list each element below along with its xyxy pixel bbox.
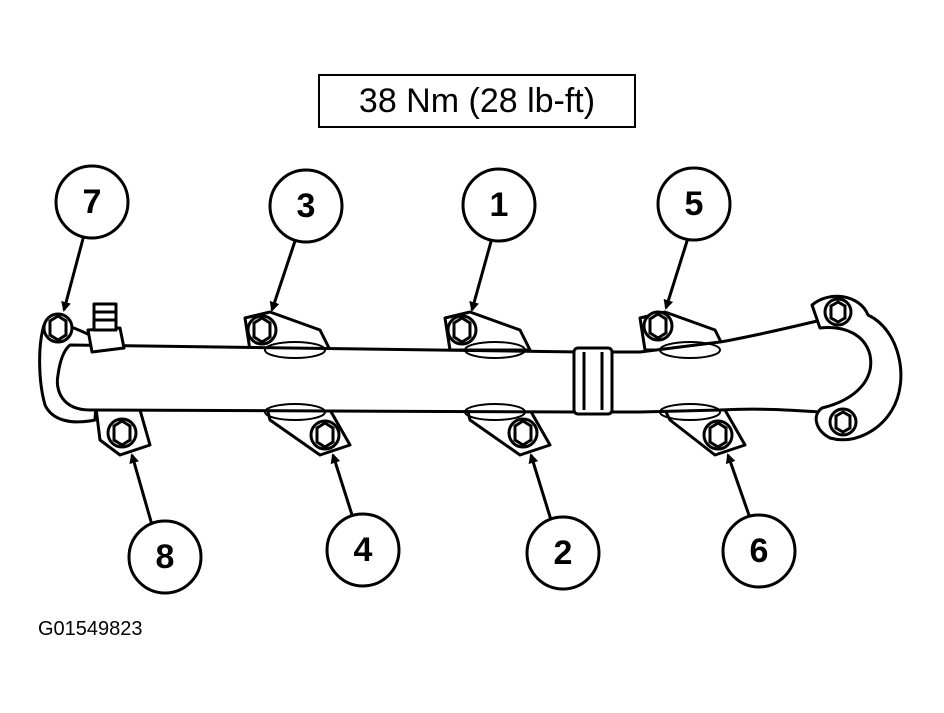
callout-label-6: 6: [750, 532, 769, 570]
right-end-flange: [810, 294, 903, 442]
slip-joint: [572, 346, 614, 416]
callout-label-2: 2: [554, 534, 573, 572]
callout-circle-4: [325, 512, 401, 588]
callout-label-7: 7: [83, 183, 102, 221]
callout-labels: 7 3 1 5 8 4 2 6: [83, 183, 769, 576]
torque-spec-label: 38 Nm (28 lb-ft): [318, 74, 636, 128]
callout-circle-6: [721, 513, 797, 589]
bolt-1: [446, 314, 478, 346]
stud-top-right: [823, 297, 853, 327]
manifold-body: [38, 294, 903, 457]
callout-label-4: 4: [354, 531, 373, 569]
bolt-7: [42, 312, 74, 344]
callout-circle-1: [461, 167, 537, 243]
figure-id: G01549823: [38, 618, 143, 640]
bolt-3: [246, 314, 278, 346]
callout-circle-2: [525, 515, 601, 591]
arrow-4: [330, 453, 355, 519]
callout-circles: [54, 164, 797, 595]
port-outlines: [264, 341, 721, 421]
callout-label-8: 8: [156, 538, 175, 576]
bolt-4: [309, 419, 341, 451]
callout-label-5: 5: [685, 185, 704, 223]
stud-bottom-right: [828, 407, 858, 437]
callout-circle-3: [268, 168, 344, 244]
arrow-3: [269, 237, 298, 312]
arrow-5: [663, 237, 690, 310]
manifold-bolts: [42, 297, 858, 451]
callout-circle-7: [54, 164, 130, 240]
callout-arrows: [61, 234, 752, 526]
callout-circle-5: [656, 166, 732, 242]
callout-circle-8: [127, 519, 203, 595]
sensor-fitting: [86, 326, 126, 354]
bolt-6: [702, 419, 734, 451]
callout-label-1: 1: [490, 186, 509, 224]
arrow-2: [528, 453, 553, 521]
arrow-7: [61, 234, 86, 312]
arrow-6: [725, 453, 752, 519]
bolt-8: [106, 417, 138, 449]
arrow-1: [469, 237, 494, 312]
callout-label-3: 3: [297, 187, 316, 225]
arrow-8: [129, 453, 154, 526]
bolt-5: [642, 310, 674, 342]
bolt-2: [507, 417, 539, 449]
